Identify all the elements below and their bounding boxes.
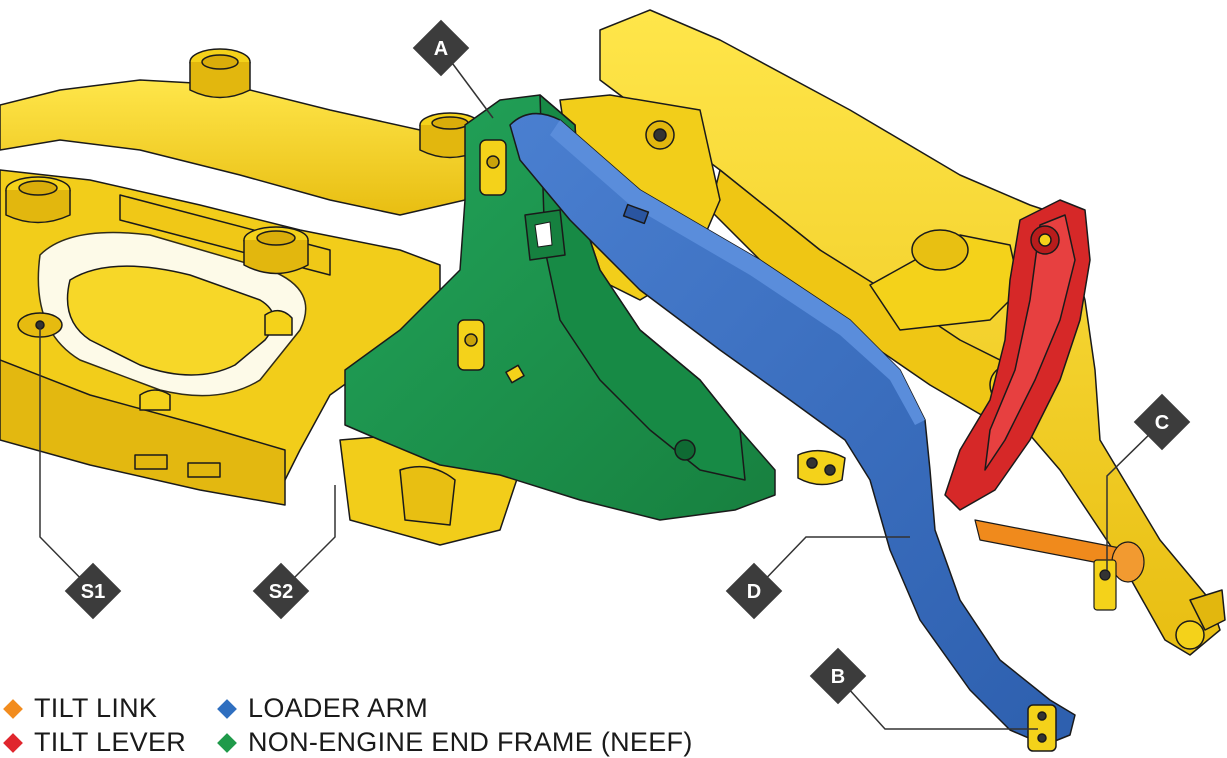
orange-diamond-icon (3, 698, 23, 719)
callout-b: B (809, 647, 867, 705)
rear-engine-end-frame (0, 48, 481, 506)
svg-text:C: C (1155, 412, 1169, 434)
leader-s2 (280, 485, 336, 592)
leader-b (837, 676, 1038, 730)
leader-d (753, 536, 910, 592)
legend-label: TILT LEVER (34, 727, 187, 757)
svg-text:S1: S1 (81, 581, 105, 603)
callout-a: A (412, 19, 470, 77)
loader-arm (509, 112, 1076, 752)
legend-label: NON-ENGINE END FRAME (NEEF) (248, 727, 693, 757)
legend-label: LOADER ARM (248, 693, 429, 723)
callout-d: D (725, 562, 783, 620)
legend-item-tilt-lever: TILT LEVER (3, 727, 187, 758)
leader-s1 (39, 326, 94, 592)
svg-text:A: A (434, 38, 448, 60)
legend-item-tilt-link: TILT LINK (3, 693, 158, 724)
legend-label: TILT LINK (34, 693, 158, 723)
legend-item-loader-arm: LOADER ARM (217, 693, 429, 724)
tilt-lever (944, 199, 1091, 511)
legend-item-neef: NON-ENGINE END FRAME (NEEF) (217, 727, 693, 758)
leader-c (1106, 421, 1163, 570)
red-diamond-icon (3, 732, 23, 753)
svg-text:B: B (831, 666, 845, 688)
blue-diamond-icon (217, 698, 237, 719)
green-diamond-icon (217, 732, 237, 753)
svg-text:D: D (747, 581, 761, 603)
callout-c: C (1133, 393, 1191, 451)
svg-text:S2: S2 (269, 581, 293, 603)
tilt-link (974, 519, 1145, 611)
legend: TILT LINK TILT LEVER LOADER ARM NON-ENGI… (0, 690, 700, 758)
